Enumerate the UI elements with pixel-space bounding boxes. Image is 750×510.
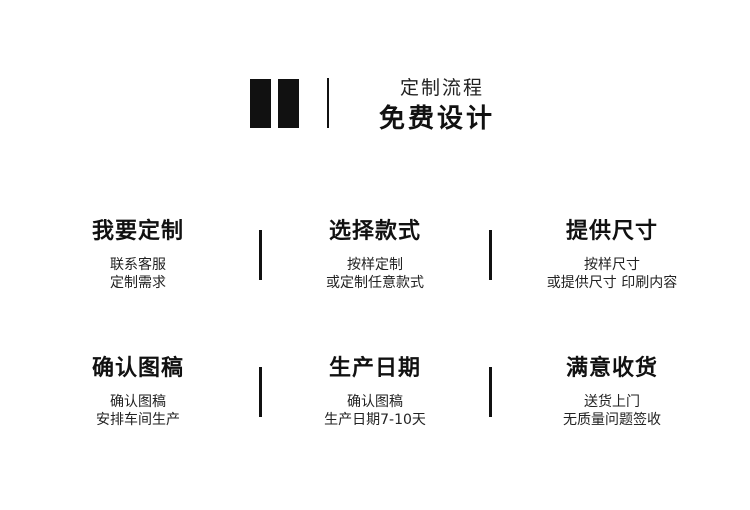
logo-bar-right (278, 79, 299, 128)
step-5: 生产日期 确认图稿 生产日期7-10天 (275, 354, 475, 429)
step-2: 选择款式 按样定制 或定制任意款式 (275, 217, 475, 292)
step-6: 满意收货 送货上门 无质量问题签收 (512, 354, 712, 429)
step-title: 生产日期 (328, 356, 421, 381)
step-title: 选择款式 (328, 219, 421, 244)
step-line-2: 定制需求 (110, 275, 166, 291)
step-line-2: 或定制任意款式 (326, 275, 424, 291)
step-divider (259, 230, 262, 280)
header-divider (327, 78, 329, 128)
step-line-1: 按样尺寸 (584, 257, 640, 273)
header-subtitle: 定制流程 (399, 77, 484, 99)
step-line-1: 按样定制 (347, 257, 403, 273)
step-divider (259, 367, 262, 417)
logo-bar-left (250, 79, 271, 128)
step-line-1: 确认图稿 (110, 394, 166, 410)
step-title: 我要定制 (91, 219, 184, 244)
step-line-1: 送货上门 (584, 394, 640, 410)
step-1: 我要定制 联系客服 定制需求 (38, 217, 238, 292)
step-line-1: 确认图稿 (347, 394, 403, 410)
step-line-2: 生产日期7-10天 (324, 412, 426, 428)
step-title: 确认图稿 (91, 356, 184, 381)
step-title: 满意收货 (565, 356, 658, 381)
step-line-2: 安排车间生产 (96, 412, 180, 428)
step-line-1: 联系客服 (110, 257, 166, 273)
step-line-2: 无质量问题签收 (563, 412, 661, 428)
header-title: 免费设计 (378, 104, 495, 134)
step-divider (489, 367, 492, 417)
step-3: 提供尺寸 按样尺寸 或提供尺寸 印刷内容 (512, 217, 712, 292)
step-4: 确认图稿 确认图稿 安排车间生产 (38, 354, 238, 429)
step-title: 提供尺寸 (565, 219, 658, 244)
step-divider (489, 230, 492, 280)
step-line-2: 或提供尺寸 印刷内容 (546, 275, 678, 291)
